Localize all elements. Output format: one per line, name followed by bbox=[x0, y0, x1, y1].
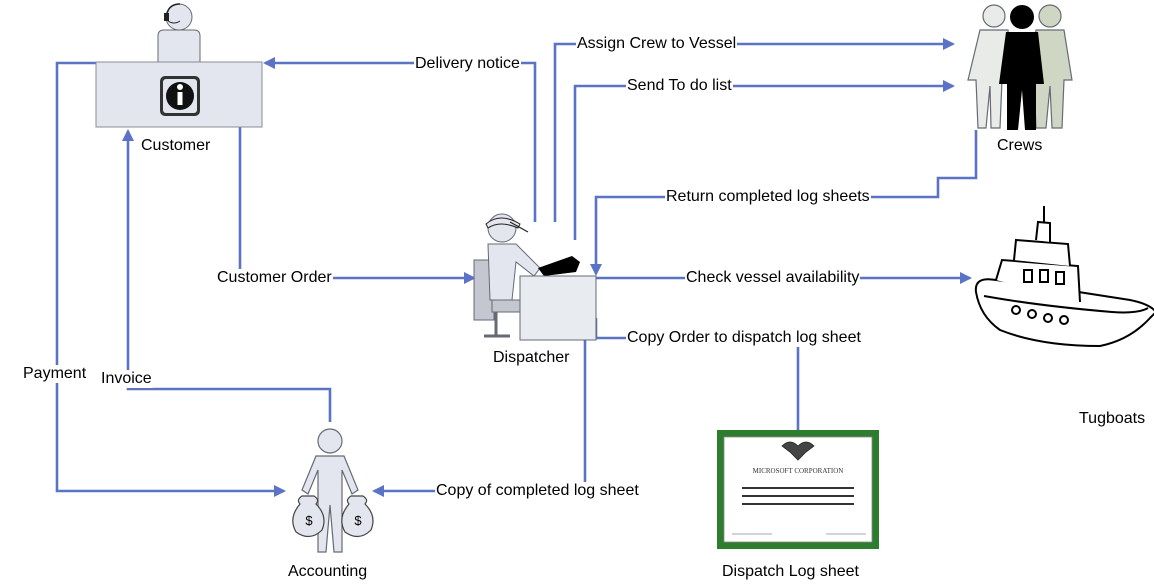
accounting-label: Accounting bbox=[288, 563, 368, 580]
flow-return-logs: Return completed log sheets bbox=[665, 188, 871, 206]
flow-customer-order: Customer Order bbox=[216, 269, 333, 287]
connector-send-todo bbox=[573, 80, 955, 240]
flow-send-todo: Send To do list bbox=[626, 77, 733, 95]
info-icon bbox=[160, 76, 200, 116]
crews-figure bbox=[967, 4, 1073, 130]
flow-payment: Payment bbox=[22, 365, 88, 383]
customer-figure bbox=[95, 3, 263, 128]
flow-copy-completed: Copy of completed log sheet bbox=[435, 482, 640, 500]
tugboats-label: Tugboats bbox=[1079, 410, 1146, 427]
money-bag-icon: $ bbox=[292, 495, 325, 538]
crews-label: Crews bbox=[997, 137, 1043, 154]
eagle-seal-icon bbox=[781, 441, 815, 461]
connector-customer-order bbox=[238, 127, 476, 284]
flow-invoice: Invoice bbox=[100, 370, 153, 388]
certificate-heading: MICROSOFT CORPORATION bbox=[753, 467, 844, 475]
connector-payment bbox=[55, 61, 286, 497]
headset-icon bbox=[164, 3, 181, 24]
dispatcher-figure bbox=[473, 213, 597, 341]
flow-copy-order: Copy Order to dispatch log sheet bbox=[626, 329, 862, 347]
connector-delivery-notice bbox=[263, 57, 537, 222]
connector-invoice bbox=[122, 129, 332, 422]
accounting-figure: $ $ bbox=[292, 428, 374, 553]
flow-assign-crew: Assign Crew to Vessel bbox=[576, 35, 738, 53]
tugboat-figure bbox=[974, 206, 1154, 348]
money-bag-icon: $ bbox=[341, 495, 374, 538]
money-bag-symbol: $ bbox=[354, 513, 362, 528]
dispatch-log-label: Dispatch Log sheet bbox=[722, 563, 859, 580]
money-bag-symbol: $ bbox=[305, 513, 313, 528]
dispatcher-label: Dispatcher bbox=[493, 349, 570, 366]
dispatch-log-certificate: MICROSOFT CORPORATION bbox=[717, 430, 879, 549]
connector-assign-crew bbox=[553, 38, 955, 222]
flow-delivery-notice: Delivery notice bbox=[414, 55, 521, 73]
customer-label: Customer bbox=[141, 137, 211, 154]
connector-return-logs bbox=[590, 130, 978, 276]
flow-check-vessel: Check vessel availability bbox=[685, 269, 861, 287]
